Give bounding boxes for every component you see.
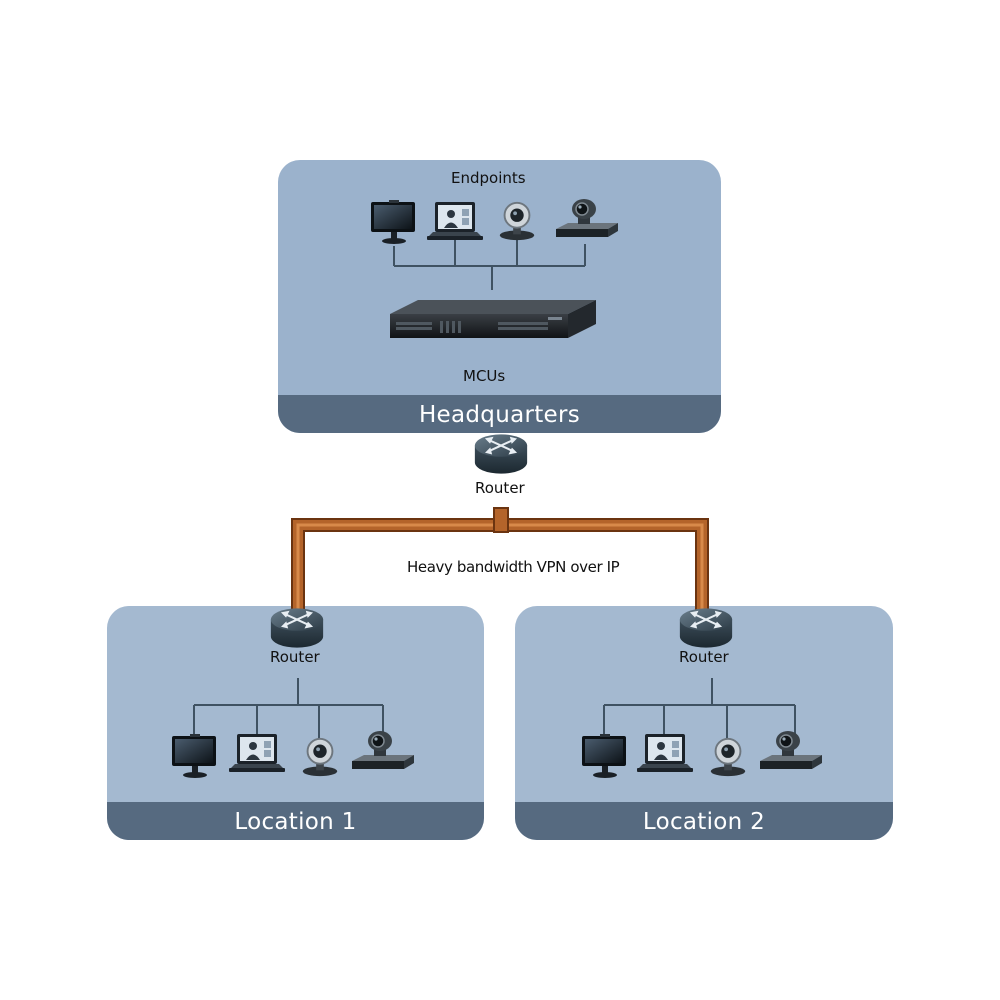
ptz-camera-icon (756, 728, 826, 776)
location2-title: Location 2 (515, 802, 893, 840)
monitor-icon (170, 734, 220, 780)
location2-router-label: Router (679, 648, 729, 666)
location2-bus (603, 678, 796, 740)
laptop-icon (226, 732, 288, 778)
vpn-link (291, 507, 709, 622)
location2-router-icon (678, 604, 734, 652)
endpoints-label: Endpoints (451, 169, 526, 187)
headquarters-title: Headquarters (278, 395, 721, 433)
headquarters-zone: Headquarters (278, 160, 721, 433)
vpn-label: Heavy bandwidth VPN over IP (407, 558, 620, 576)
hq-endpoint-bus (393, 236, 586, 290)
hq-router-label: Router (475, 479, 525, 497)
monitor-icon (369, 200, 419, 246)
location1-router-label: Router (270, 648, 320, 666)
monitor-icon (580, 734, 630, 780)
laptop-icon (634, 732, 696, 778)
location2-zone: Location 2 (515, 606, 893, 840)
location1-title: Location 1 (107, 802, 484, 840)
mcu-server-icon (388, 296, 598, 344)
location1-bus (193, 678, 384, 740)
webcam-icon (706, 734, 750, 778)
webcam-icon (298, 734, 342, 778)
webcam-icon (495, 198, 539, 242)
laptop-icon (424, 200, 486, 246)
location1-router-icon (269, 604, 325, 652)
hq-router-icon (473, 430, 529, 478)
mcus-label: MCUs (463, 367, 506, 385)
ptz-camera-icon (552, 196, 622, 244)
ptz-camera-icon (348, 728, 418, 776)
